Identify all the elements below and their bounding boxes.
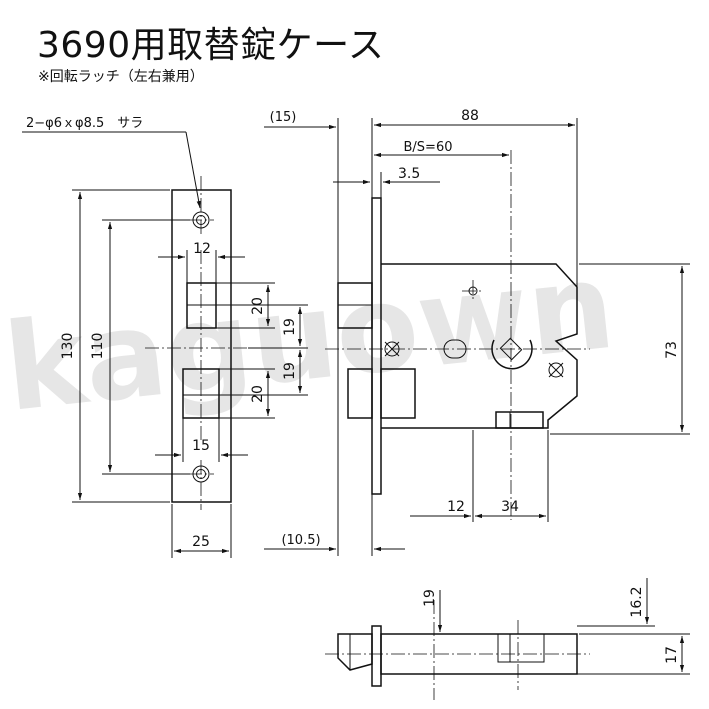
body-screw-2 bbox=[548, 362, 564, 378]
dim-110: 110 bbox=[90, 333, 106, 360]
dim-15-front: 15 bbox=[192, 438, 210, 454]
dim-19-lower: 19 bbox=[282, 362, 298, 380]
page-title: 3690用取替錠ケース bbox=[37, 25, 385, 66]
spindle-square bbox=[499, 337, 523, 361]
side-face-plate bbox=[371, 197, 382, 495]
hub-cam bbox=[491, 339, 533, 370]
dim-73: 73 bbox=[664, 341, 680, 359]
face-plate-outline bbox=[171, 189, 232, 503]
bottom-view: 19 16.2 17 bbox=[325, 578, 690, 700]
hole-note: 2−φ6ｘφ8.5 サラ bbox=[26, 116, 143, 131]
dim-88: 88 bbox=[461, 108, 479, 124]
dim-10-5-offset: (10.5) bbox=[281, 533, 320, 548]
dim-20-upper: 20 bbox=[250, 297, 266, 315]
bottom-lug bbox=[495, 411, 544, 429]
side-view: (15) 88 B/S=60 3.5 73 12 34 (10.5) bbox=[264, 108, 690, 556]
bottom-face-plate bbox=[371, 625, 382, 687]
page-subtitle: ※回転ラッチ（左右兼用） bbox=[38, 69, 204, 85]
dim-16-2: 16.2 bbox=[629, 586, 645, 617]
side-deadbolt bbox=[347, 368, 373, 419]
dim-130: 130 bbox=[60, 333, 76, 360]
dim-12-front: 12 bbox=[193, 241, 211, 257]
bottom-lug-2 bbox=[497, 633, 545, 663]
dim-34: 34 bbox=[501, 499, 519, 515]
dim-20-lower: 20 bbox=[250, 385, 266, 403]
dim-19-bottom: 19 bbox=[422, 589, 438, 607]
deadbolt-inner bbox=[380, 368, 416, 419]
case-body-outline bbox=[381, 263, 578, 429]
front-view: 2−φ6ｘφ8.5 サラ 130 110 25 12 15 20 bbox=[22, 116, 308, 558]
dim-15-offset: (15) bbox=[270, 110, 297, 125]
dim-19-upper: 19 bbox=[282, 318, 298, 336]
dim-25: 25 bbox=[192, 534, 210, 550]
dim-12-side: 12 bbox=[447, 499, 465, 515]
dim-backset: B/S=60 bbox=[404, 140, 453, 155]
dim-17: 17 bbox=[664, 646, 680, 664]
bottom-latch bbox=[337, 633, 373, 671]
dim-3-5: 3.5 bbox=[398, 166, 420, 182]
